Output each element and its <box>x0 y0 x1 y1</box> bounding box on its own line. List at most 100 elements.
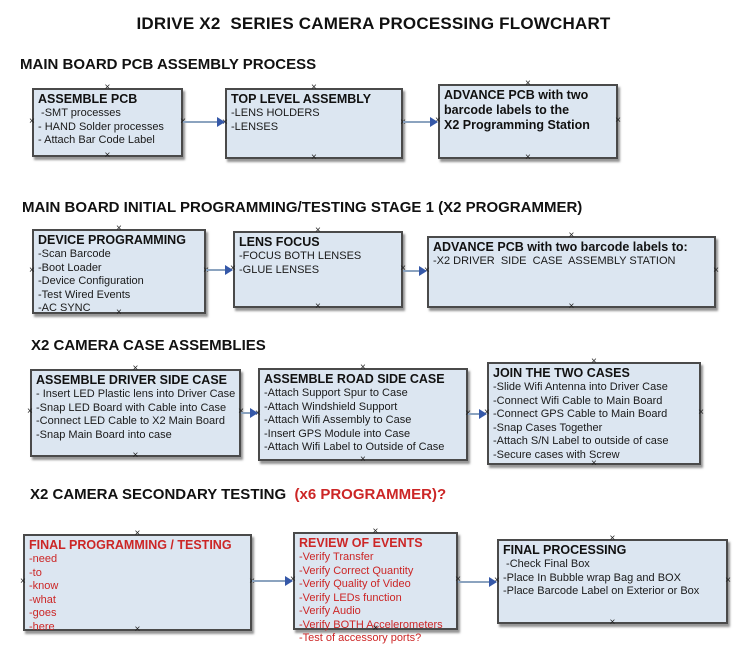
box-item: -Test of accessory ports? <box>299 632 422 644</box>
connector-handle-icon <box>116 226 122 232</box>
box-top-level-assembly: TOP LEVEL ASSEMBLY -LENS HOLDERS-LENSES <box>225 88 403 159</box>
box-item: -Scan Barcode <box>38 248 111 260</box>
box-item: -AC SYNC <box>38 302 91 314</box>
connector-handle-icon <box>29 268 35 274</box>
box-item: -Verify BOTH Accelerometers <box>299 618 443 631</box>
connector-handle-icon <box>569 304 575 310</box>
connector-handle-icon <box>525 81 531 87</box>
connector-handle-icon <box>525 155 531 161</box>
connector-handle-icon <box>116 310 122 316</box>
connector-handle-icon <box>315 228 321 234</box>
connector-handle-icon <box>698 410 704 416</box>
box-items: -Scan Barcode-Boot Loader-Device Configu… <box>38 248 200 316</box>
arrowhead-icon <box>285 576 293 586</box>
box-item: -need <box>29 553 58 565</box>
box-review-of-events: REVIEW OF EVENTS -Verify Transfer-Verify… <box>293 529 458 644</box>
connector-handle-icon <box>373 529 379 535</box>
box-item: -Check Final Box <box>503 558 590 570</box>
box-title: JOIN THE TWO CASES <box>493 366 630 380</box>
connector-handle-icon <box>610 536 616 542</box>
connector-handle-icon <box>725 578 731 584</box>
box-final-programming-testing: FINAL PROGRAMMING / TESTING -need-to-kno… <box>20 531 252 633</box>
connector-handle-icon <box>315 304 321 310</box>
connector-handle-icon <box>29 119 35 125</box>
flow-arrow <box>458 577 497 587</box>
connector-handle-icon <box>133 453 139 459</box>
connector-handle-icon <box>569 233 575 239</box>
box-items: -Attach Support Spur to Case-Attach Wind… <box>264 387 462 455</box>
connector-handle-icon <box>591 359 597 365</box>
connector-handle-icon <box>311 155 317 161</box>
box-item: -Connect LED Cable to X2 Main Board <box>36 415 225 427</box>
box-item: -goes <box>29 607 57 619</box>
box-item: -know <box>29 580 59 592</box>
connector-handle-icon <box>20 579 26 585</box>
box-title: TOP LEVEL ASSEMBLY <box>231 92 372 106</box>
flow-arrow <box>468 409 487 419</box>
connector-handle-icon <box>105 153 111 159</box>
flow-arrow <box>252 576 293 586</box>
connector-handle-icon <box>27 409 33 415</box>
box-item: -Insert GPS Module into Case <box>264 427 411 440</box>
box-item: - Attach Bar Code Label <box>38 134 155 146</box>
box-item: -Secure cases with Screw <box>493 448 620 461</box>
connector-handle-icon <box>360 365 366 371</box>
box-items: - Insert LED Plastic lens into Driver Ca… <box>36 388 235 442</box>
box-item: -Slide Wifi Antenna into Driver Case <box>493 381 668 393</box>
box-item: -Attach Support Spur to Case <box>264 387 408 399</box>
box-item: -Attach S/N Label to outside of case <box>493 435 669 447</box>
box-title: FINAL PROGRAMMING / TESTING <box>29 538 232 552</box>
box-assemble-road-side-case: ASSEMBLE ROAD SIDE CASE -Attach Support … <box>258 368 468 461</box>
box-title: REVIEW OF EVENTS <box>299 536 423 550</box>
box-item: -Attach Wifi Assembly to Case <box>264 414 412 426</box>
connector-handle-icon <box>135 531 141 537</box>
connector-handle-icon <box>105 85 111 91</box>
box-items: -X2 DRIVER SIDE CASE ASSEMBLY STATION <box>433 255 710 269</box>
connector-handle-icon <box>135 627 141 633</box>
box-items: -LENS HOLDERS-LENSES <box>231 107 397 134</box>
box-title: ASSEMBLE DRIVER SIDE CASE <box>36 373 228 387</box>
box-final-processing: FINAL PROCESSING -Check Final Box-Place … <box>497 539 728 624</box>
box-item: -Connect GPS Cable to Main Board <box>493 408 668 420</box>
box-item: -Boot Loader <box>38 261 102 274</box>
box-join-the-two-cases: JOIN THE TWO CASES -Slide Wifi Antenna i… <box>487 362 701 465</box>
connector-handle-icon <box>373 626 379 632</box>
flow-arrow <box>183 117 225 127</box>
box-items: -Verify Transfer-Verify Correct Quantity… <box>299 551 452 646</box>
flow-arrow <box>403 117 438 127</box>
box-advance-pcb-driver-side: ADVANCE PCB with two barcode labels to: … <box>427 236 716 308</box>
heading-black-part: X2 CAMERA SECONDARY TESTING <box>30 486 295 503</box>
box-item: -Device Configuration <box>38 275 144 287</box>
box-title: FINAL PROCESSING <box>503 543 627 557</box>
arrowhead-icon <box>479 409 487 419</box>
arrowhead-icon <box>430 117 438 127</box>
box-assemble-pcb: ASSEMBLE PCB -SMT processes- HAND Solder… <box>32 88 183 157</box>
box-items: -FOCUS BOTH LENSES-GLUE LENSES <box>239 250 397 277</box>
box-title: ADVANCE PCB with two barcode labels to t… <box>444 88 590 132</box>
box-title: ASSEMBLE PCB <box>38 92 138 106</box>
box-assemble-driver-side-case: ASSEMBLE DRIVER SIDE CASE - Insert LED P… <box>30 369 241 457</box>
box-item: -to <box>29 566 42 579</box>
connector-handle-icon <box>610 620 616 626</box>
box-title: ASSEMBLE ROAD SIDE CASE <box>264 372 445 386</box>
arrowhead-icon <box>489 577 497 587</box>
section-heading-secondary-testing: X2 CAMERA SECONDARY TESTING (x6 PROGRAMM… <box>30 486 446 503</box>
box-item: -LENSES <box>231 120 279 133</box>
box-item: -SMT processes <box>38 107 121 119</box>
box-items: -SMT processes- HAND Solder processes- A… <box>38 107 177 148</box>
section-heading-pcb-assembly: MAIN BOARD PCB ASSEMBLY PROCESS <box>20 56 317 73</box>
connector-handle-icon <box>133 366 139 372</box>
connector-handle-icon <box>360 457 366 463</box>
connector-handle-icon <box>311 85 317 91</box>
section-heading-case-assemblies: X2 CAMERA CASE ASSEMBLIES <box>31 337 266 354</box>
box-items: -Check Final Box-Place In Bubble wrap Ba… <box>503 558 722 599</box>
box-item: -Snap LED Board with Cable into Case <box>36 401 227 414</box>
box-item: -Verify Quality of Video <box>299 578 411 590</box>
box-title: ADVANCE PCB with two barcode labels to: <box>433 240 688 254</box>
box-item: - Insert LED Plastic lens into Driver Ca… <box>36 388 236 400</box>
box-advance-pcb-programming-station: ADVANCE PCB with two barcode labels to t… <box>438 84 618 159</box>
box-item: -what <box>29 593 56 606</box>
box-item: -Connect Wifi Cable to Main Board <box>493 394 663 407</box>
flow-arrow <box>206 265 233 275</box>
